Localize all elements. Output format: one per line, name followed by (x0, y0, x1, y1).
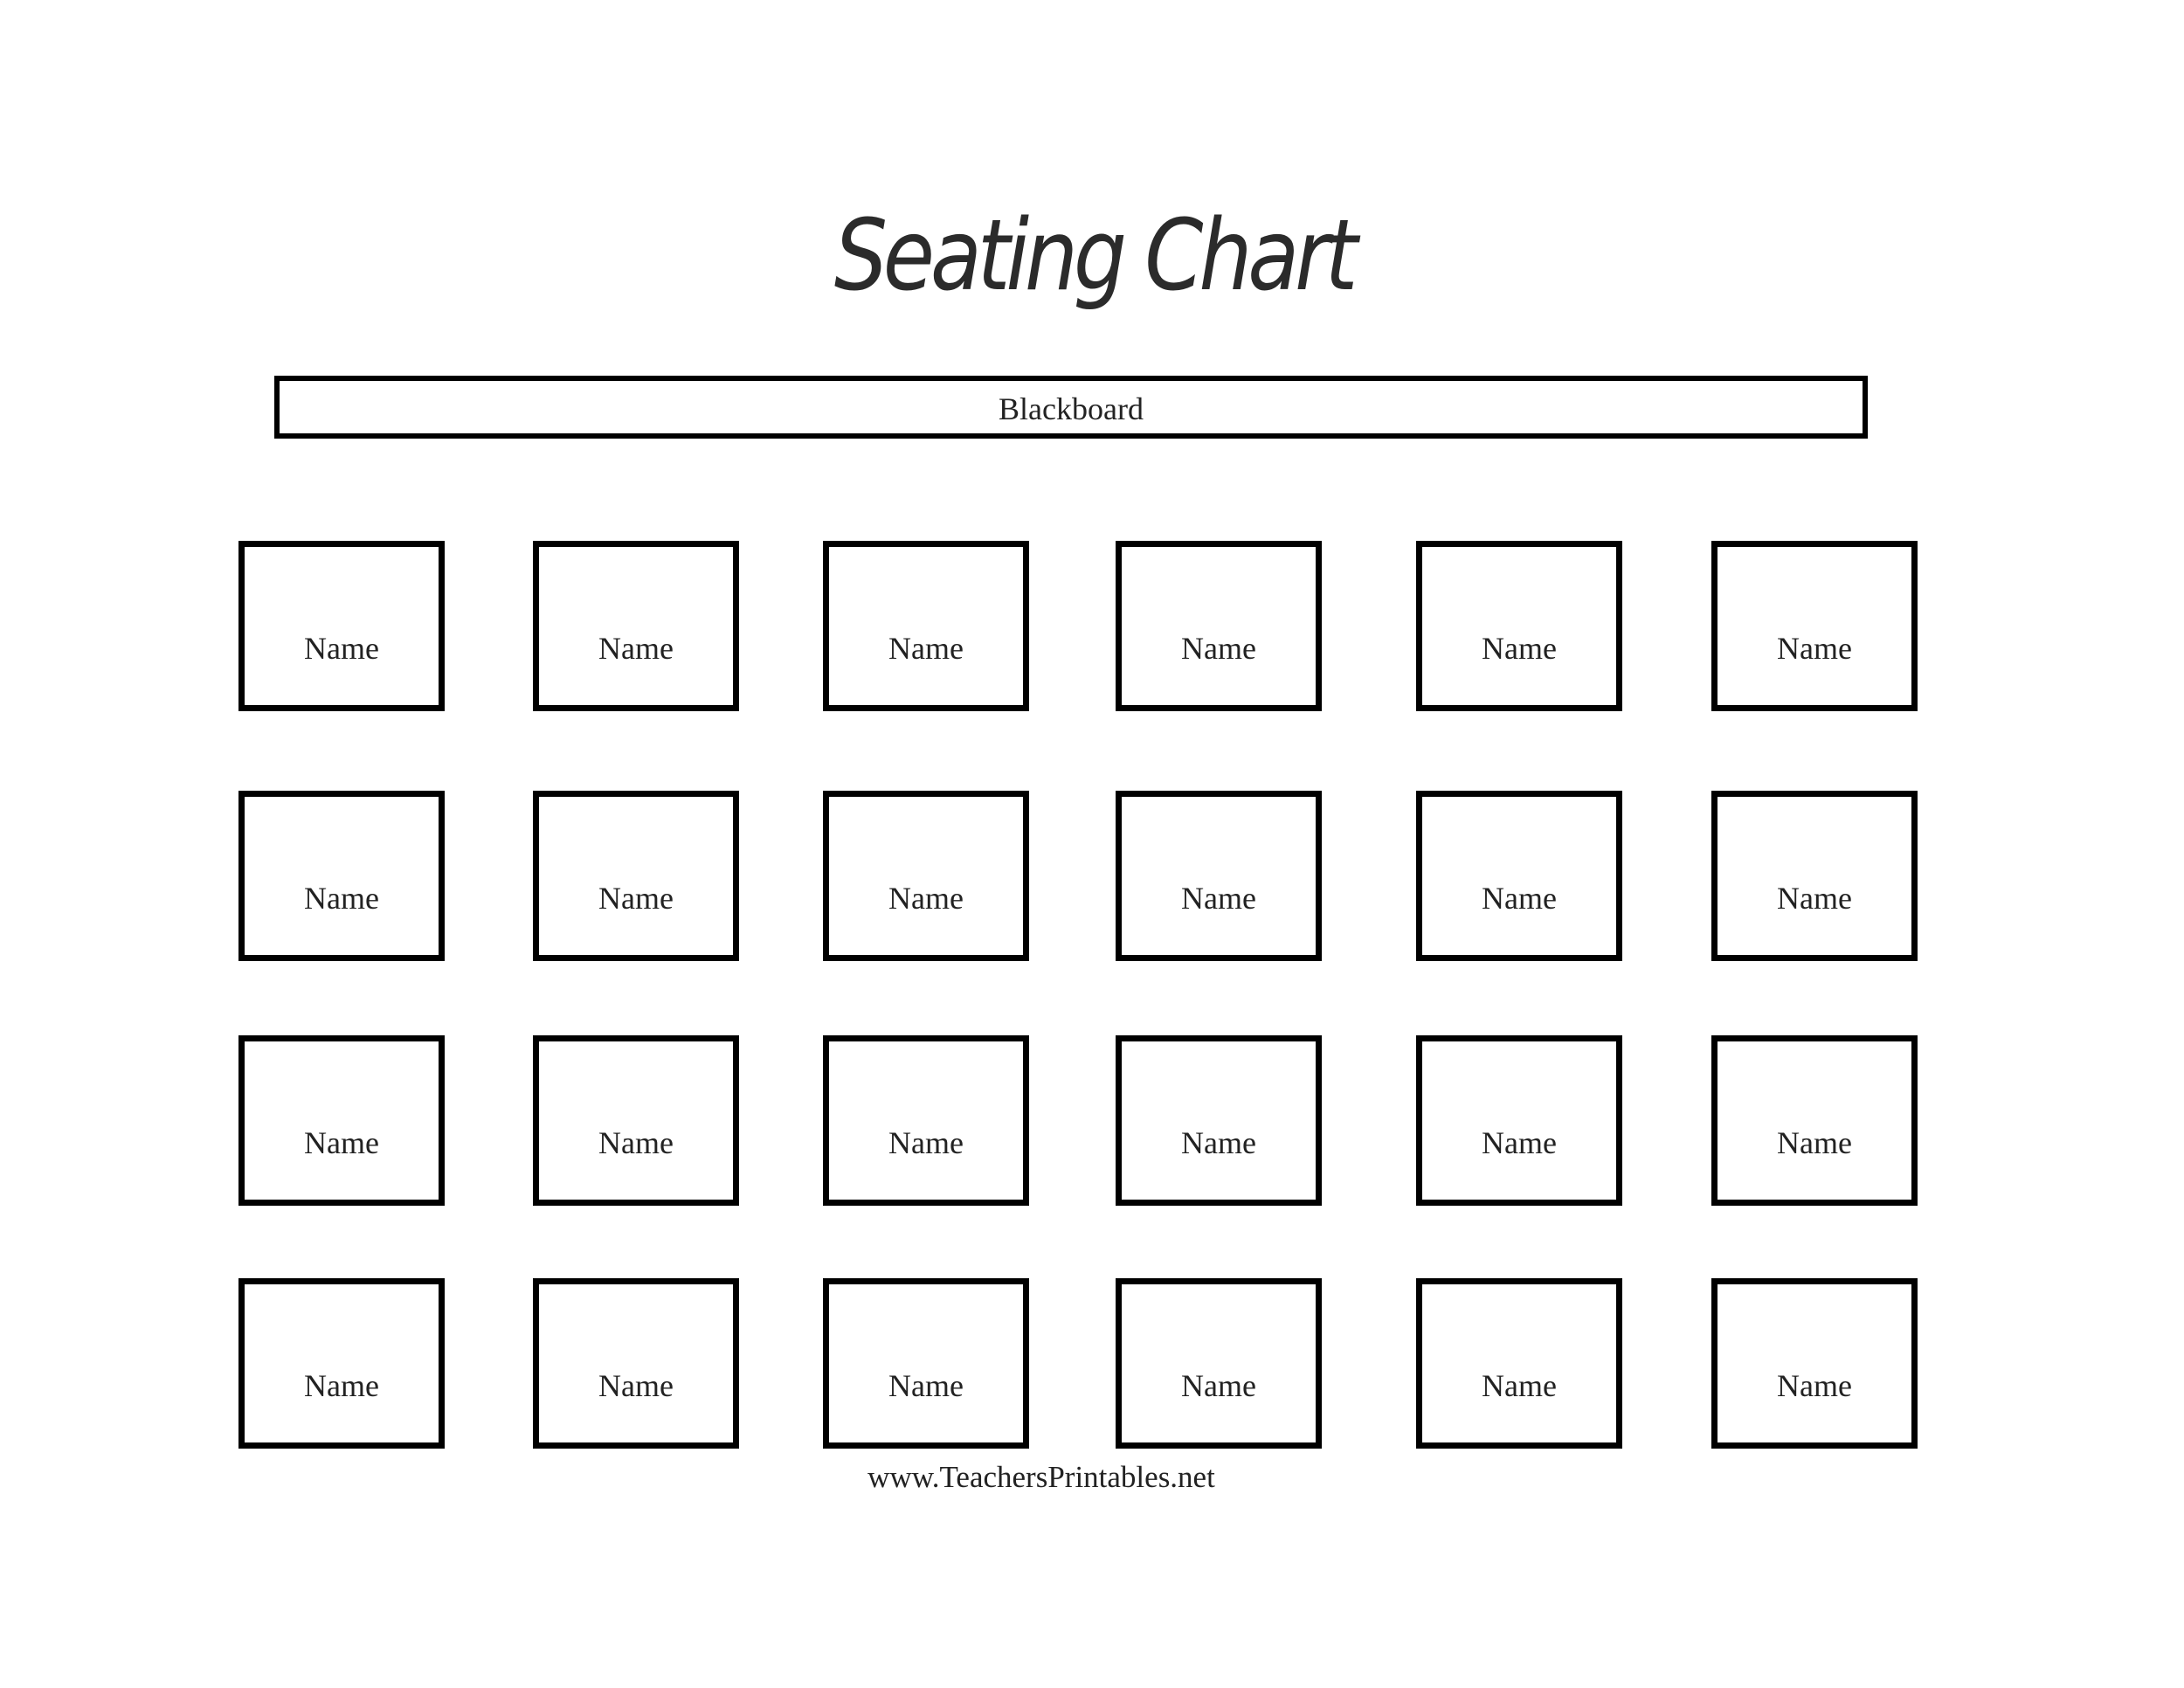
seat-name-label: Name (888, 1125, 964, 1160)
seat-name-label: Name (1482, 631, 1557, 666)
seat-name-label: Name (304, 881, 379, 916)
seat-name-label: Name (1181, 1125, 1256, 1160)
seat-box: Name (1116, 1035, 1322, 1206)
seat-name-label: Name (304, 631, 379, 666)
seat-name-label: Name (1181, 1368, 1256, 1403)
seat-name-label: Name (1482, 1125, 1557, 1160)
seat-name-label: Name (304, 1125, 379, 1160)
seat-box: Name (1116, 541, 1322, 711)
seat-box: Name (1711, 791, 1918, 961)
seat-name-label: Name (888, 631, 964, 666)
seat-name-label: Name (598, 881, 674, 916)
seat-box: Name (823, 1035, 1029, 1206)
seat-name-label: Name (598, 631, 674, 666)
seat-box: Name (533, 1035, 739, 1206)
seat-box: Name (533, 541, 739, 711)
seat-box: Name (1416, 791, 1622, 961)
seat-box: Name (823, 541, 1029, 711)
seat-box: Name (1116, 791, 1322, 961)
seat-box: Name (238, 1278, 445, 1449)
seat-box: Name (823, 791, 1029, 961)
seat-box: Name (533, 791, 739, 961)
blackboard-box: Blackboard (274, 376, 1868, 439)
seat-name-label: Name (888, 881, 964, 916)
seat-name-label: Name (1777, 1368, 1852, 1403)
footer-url: www.TeachersPrintables.net (867, 1460, 1215, 1494)
seat-name-label: Name (304, 1368, 379, 1403)
seat-box: Name (238, 1035, 445, 1206)
page-title: Seating Chart (833, 199, 1358, 313)
seat-box: Name (1416, 1035, 1622, 1206)
seat-box: Name (1711, 541, 1918, 711)
seat-name-label: Name (1181, 631, 1256, 666)
seat-name-label: Name (598, 1368, 674, 1403)
seat-box: Name (823, 1278, 1029, 1449)
seat-box: Name (238, 791, 445, 961)
seat-name-label: Name (1482, 881, 1557, 916)
seat-box: Name (1711, 1035, 1918, 1206)
seat-name-label: Name (598, 1125, 674, 1160)
seat-box: Name (1416, 541, 1622, 711)
seat-name-label: Name (1181, 881, 1256, 916)
seat-name-label: Name (1777, 631, 1852, 666)
seat-box: Name (1116, 1278, 1322, 1449)
seat-box: Name (533, 1278, 739, 1449)
seat-box: Name (1416, 1278, 1622, 1449)
seat-box: Name (1711, 1278, 1918, 1449)
seat-box: Name (238, 541, 445, 711)
blackboard-label: Blackboard (999, 391, 1144, 426)
seat-name-label: Name (888, 1368, 964, 1403)
seat-name-label: Name (1777, 1125, 1852, 1160)
seat-name-label: Name (1777, 881, 1852, 916)
seat-name-label: Name (1482, 1368, 1557, 1403)
